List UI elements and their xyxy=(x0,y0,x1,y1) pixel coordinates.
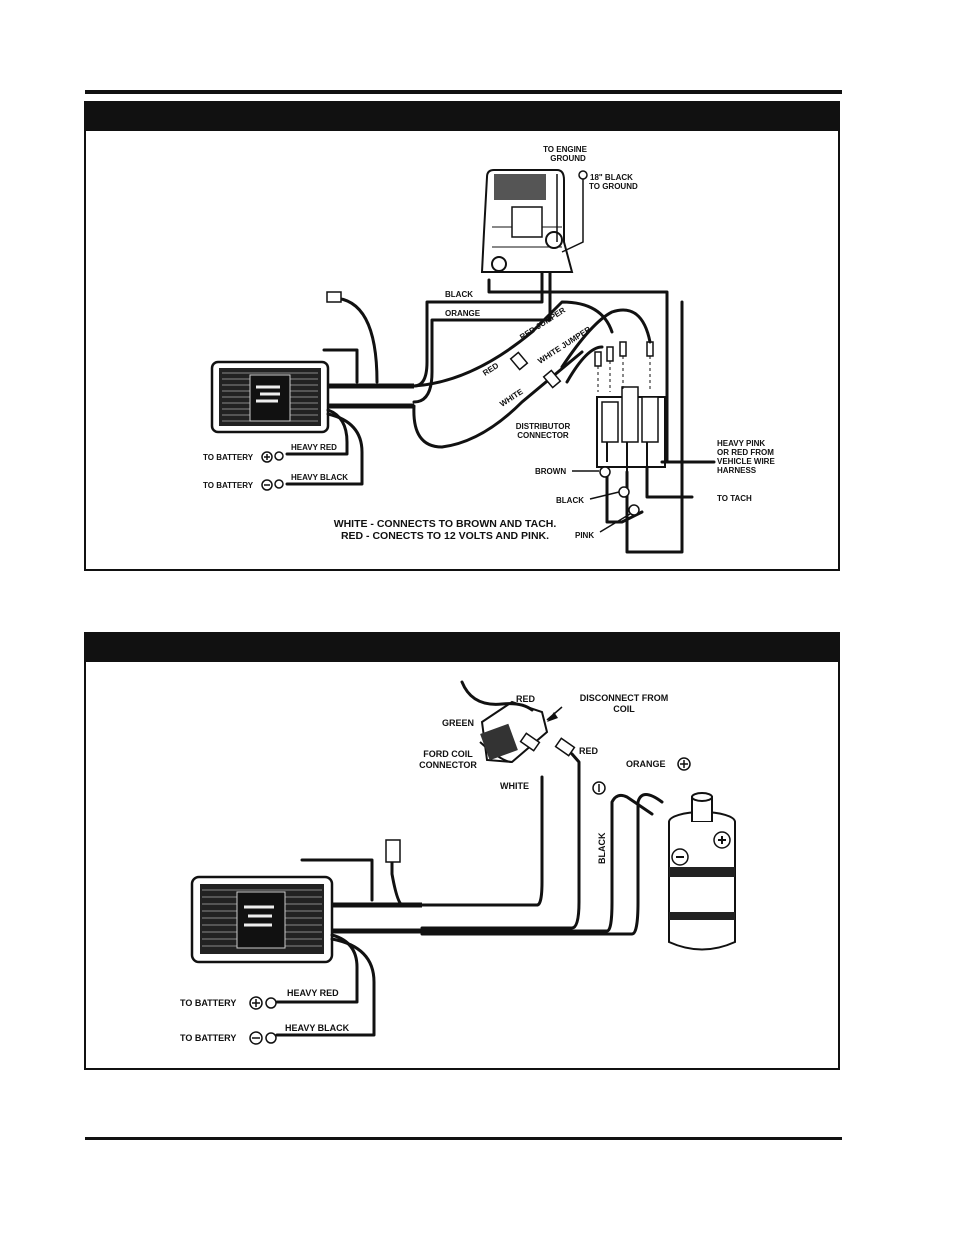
label-white-jumper: WHITE JUMPER xyxy=(536,325,593,366)
label-heavy-red: HEAVY RED xyxy=(291,443,337,452)
note-line-2: RED - CONECTS TO 12 VOLTS AND PINK. xyxy=(341,530,549,542)
label-red-right: RED xyxy=(579,746,599,756)
label-orange: ORANGE xyxy=(445,309,481,318)
distributor-connector xyxy=(596,386,666,472)
ignition-box xyxy=(210,360,330,434)
label-red-jumper: RED JUMPER xyxy=(518,305,567,341)
label-to-battery-pos: TO BATTERY xyxy=(180,998,236,1008)
label-heavy-red: HEAVY RED xyxy=(287,988,339,998)
label-white: WHITE xyxy=(500,781,529,791)
bottom-rule xyxy=(85,1137,842,1140)
label-black: BLACK xyxy=(445,290,473,299)
top-rule xyxy=(85,90,842,94)
ignition-box xyxy=(190,875,334,964)
label-heavy-black: HEAVY BLACK xyxy=(291,473,348,482)
ground-terminal-icon xyxy=(578,170,588,180)
distributor-cap xyxy=(480,169,574,273)
panel-header-bar xyxy=(86,103,838,131)
ignition-coil xyxy=(668,792,736,951)
label-to-tach: TO TACH xyxy=(717,494,752,503)
label-green: GREEN xyxy=(442,718,474,728)
label-brown: BROWN xyxy=(535,467,566,476)
label-to-battery-pos: TO BATTERY xyxy=(203,453,254,462)
label-white: WHITE xyxy=(498,387,525,409)
plug-connector xyxy=(326,291,342,303)
label-red-top: RED xyxy=(516,694,536,704)
plug-connector xyxy=(385,839,401,863)
label-heavy-black: HEAVY BLACK xyxy=(285,1023,350,1033)
panel-header-bar xyxy=(86,634,838,662)
label-orange: ORANGE xyxy=(626,759,666,769)
ford-coil-connector xyxy=(479,700,549,764)
label-pink: PINK xyxy=(575,531,594,540)
label-black: BLACK xyxy=(597,832,607,864)
label-to-battery-neg: TO BATTERY xyxy=(203,481,254,490)
note-line-1: WHITE - CONNECTS TO BROWN AND TACH. xyxy=(334,518,557,530)
label-to-battery-neg: TO BATTERY xyxy=(180,1033,236,1043)
label-black-2: BLACK xyxy=(556,496,584,505)
